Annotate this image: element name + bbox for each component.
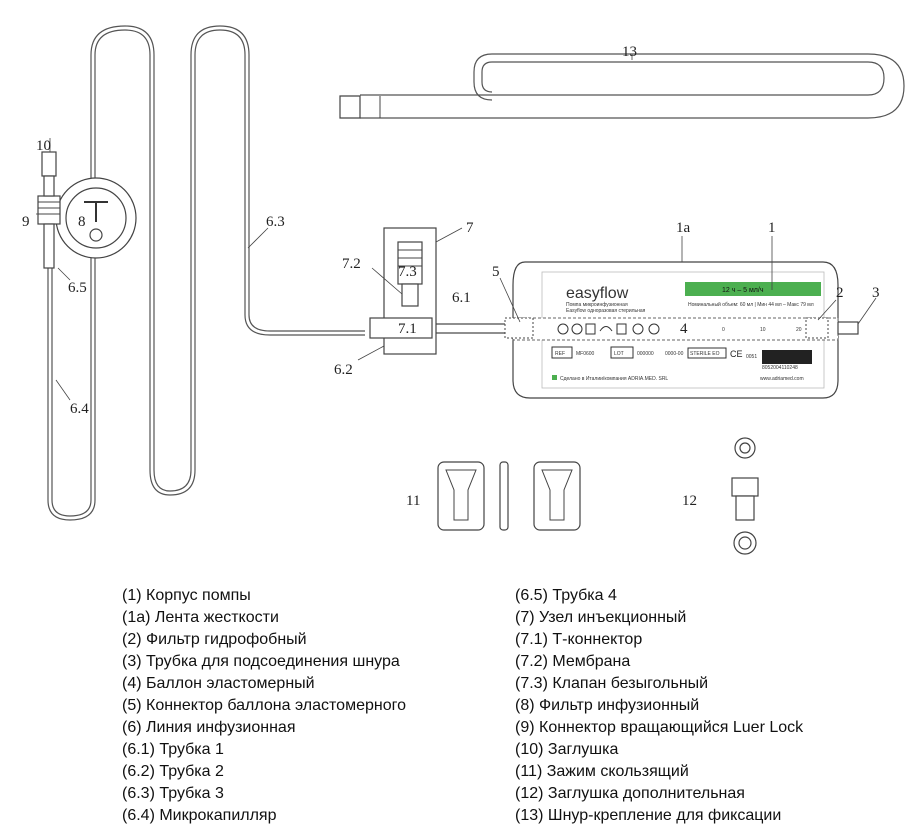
scale-10: 10 — [760, 327, 766, 333]
legend-item: (1) Корпус помпы — [122, 587, 251, 604]
rate-text: 12 ч – 5 мл/ч — [722, 287, 764, 294]
balloon-connector-5 — [504, 317, 534, 339]
callout-6-5: 6.5 — [68, 280, 87, 296]
sterile-label: STERILE EO — [690, 351, 720, 357]
ce-mark: CE — [730, 349, 743, 359]
callout-6-1: 6.1 — [452, 290, 471, 306]
callout-10: 10 — [36, 138, 51, 154]
volume-line: Номинальный объем: 60 мл | Мин 44 мл – М… — [688, 301, 814, 308]
legend-right-column: (6.5) Трубка 4 (7) Узел инъекционный (7.1)… — [515, 585, 803, 827]
scale-0: 0 — [722, 327, 725, 333]
legend-item: (1а) Лента жесткости — [122, 609, 279, 626]
callout-5: 5 — [492, 264, 500, 280]
subtitle-2: Easyflow одноразовая стерильная — [566, 308, 646, 314]
ref-label: REF — [555, 351, 565, 357]
legend-left-column: (1) Корпус помпы (1а) Лента жесткости (2) … — [122, 585, 406, 827]
callout-8: 8 — [78, 214, 86, 230]
legend-item: (10) Заглушка — [515, 741, 619, 758]
legend-item: (4) Баллон эластомерный — [122, 675, 315, 692]
legend-item: (13) Шнур-крепление для фиксации — [515, 807, 782, 824]
tube-6-4-microcapillary-inner — [51, 25, 365, 517]
tube-6-1 — [429, 323, 511, 334]
callout-1: 1 — [768, 220, 776, 236]
balloon-4 — [512, 317, 839, 341]
callout-4: 4 — [680, 321, 688, 337]
callout-7: 7 — [466, 220, 474, 236]
legend-item: (3) Трубка для подсоединения шнура — [122, 653, 400, 670]
legend-item: (6.1) Трубка 1 — [122, 741, 224, 758]
rate-band — [685, 282, 821, 296]
subtitle-1: Помпа микроинфузионная — [566, 302, 628, 308]
brand-logo: easyflow — [566, 285, 629, 302]
callout-12: 12 — [682, 493, 697, 509]
pump-body-1 — [504, 261, 859, 399]
callout-1a: 1a — [676, 220, 691, 236]
slide-clamp-11 — [437, 461, 581, 531]
maker-icon — [552, 375, 557, 380]
ce-number: 0051 — [746, 354, 757, 360]
fixation-cord-13 — [339, 53, 905, 119]
hydrophobic-filter-2 — [805, 317, 829, 339]
legend-item: (5) Коннектор баллона эластомерного — [122, 697, 406, 714]
date-value: 0000-00 — [665, 351, 684, 357]
legend-item: (2) Фильтр гидрофобный — [122, 631, 307, 648]
callout-9: 9 — [22, 214, 30, 230]
ref-value: MF0600 — [576, 351, 595, 357]
lot-value: 000000 — [637, 351, 654, 357]
legend-item: (7.3) Клапан безыгольный — [515, 675, 709, 692]
extra-cap-12 — [731, 437, 759, 555]
cord-tube-3 — [837, 321, 859, 335]
lot-label: LOT — [614, 351, 624, 357]
legend-item: (6.2) Трубка 2 — [122, 763, 224, 780]
legend-item: (6.5) Трубка 4 — [515, 587, 617, 604]
callout-7-3: 7.3 — [398, 264, 417, 280]
leader-lines — [36, 54, 877, 401]
tube-6-4-microcapillary — [47, 29, 365, 521]
symbol-icons — [557, 323, 660, 335]
callout-11: 11 — [406, 493, 420, 509]
injection-node-7 — [369, 227, 437, 355]
callout-7-2: 7.2 — [342, 256, 361, 272]
callout-6-3: 6.3 — [266, 214, 285, 230]
scale-20: 20 — [796, 327, 802, 333]
infusion-pump-diagram: 10 9 8 6.5 6.4 6.3 7 7.2 7.3 7.1 6.1 6.2… — [22, 25, 905, 555]
legend-item: (6) Линия инфузионная — [122, 719, 296, 736]
legend-item: (11) Зажим скользящий — [515, 763, 689, 780]
legend-item: (9) Коннектор вращающийся Luer Lock — [515, 719, 804, 736]
callout-2: 2 — [836, 285, 844, 301]
legend-item: (8) Фильтр инфузионный — [515, 697, 700, 714]
callout-6-2: 6.2 — [334, 362, 353, 378]
legend-item: (7.2) Мембрана — [515, 653, 631, 670]
legend-item: (6.3) Трубка 3 — [122, 785, 224, 802]
website: www.adriamed.com — [760, 376, 804, 382]
callout-13: 13 — [622, 44, 637, 60]
luer-lock-connector-9 — [37, 151, 61, 269]
callout-6-4: 6.4 — [70, 401, 89, 417]
legend-item: (7.1) Т-коннектор — [515, 631, 643, 648]
infusion-filter-8 — [55, 177, 137, 259]
legend-item: (12) Заглушка дополнительная — [515, 785, 745, 802]
maker-line: Сделано в Италии/компания ADRIA.MED. SRL — [560, 376, 668, 382]
callout-3: 3 — [872, 285, 880, 301]
legend-item: (6.4) Микрокапилляр — [122, 807, 277, 824]
legend-item: (7) Узел инъекционный — [515, 609, 687, 626]
callout-7-1: 7.1 — [398, 321, 417, 337]
barcode-number: 8052004110248 — [762, 365, 798, 371]
